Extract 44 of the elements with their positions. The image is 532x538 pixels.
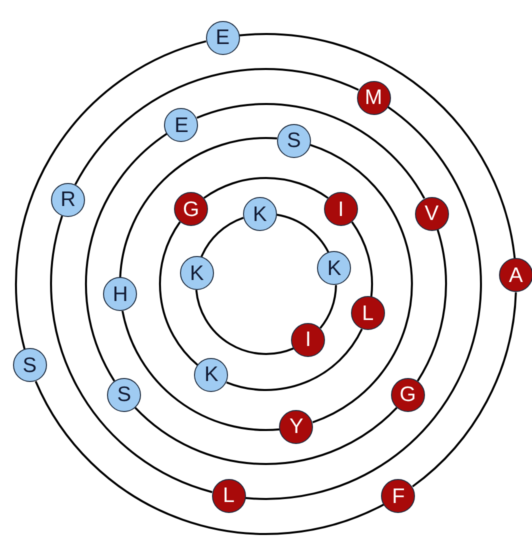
ring-arc [74, 68, 359, 186]
residue-circle: L [212, 478, 246, 513]
ring-arc [245, 106, 482, 500]
ring-arc [276, 214, 330, 253]
residue-circle: L [350, 296, 385, 330]
ring-arc [196, 103, 426, 199]
residue-circle: I [324, 192, 358, 226]
ring-arc [119, 137, 278, 278]
ring-arc [226, 328, 363, 391]
residue-circle: I [291, 322, 326, 357]
residue-circle: A [498, 258, 532, 292]
ring-arc [200, 216, 244, 258]
residue-circle: G [390, 378, 425, 412]
ring-arc [34, 380, 384, 535]
residue-circle: S [12, 348, 47, 382]
ring-arc [195, 290, 294, 355]
residue-circle: K [242, 197, 277, 232]
residue-circle: Y [279, 410, 314, 444]
residue-circle: S [276, 124, 311, 158]
ring-arc [159, 221, 198, 366]
ring-arc [15, 40, 206, 350]
residue-circle: E [206, 20, 240, 55]
residue-circle: R [51, 182, 86, 217]
ring-arc [310, 144, 413, 424]
residue-circle: K [194, 358, 228, 392]
residue-circle: G [174, 192, 208, 226]
residue-circle: V [414, 196, 449, 231]
residue-circle: K [317, 251, 352, 286]
ring-arc [85, 132, 168, 382]
residue-circle: F [381, 479, 416, 513]
residue-circle: E [164, 108, 198, 142]
ring-arc [351, 221, 374, 297]
ring-arc [320, 285, 337, 329]
residue-circle: M [356, 80, 390, 115]
ring-arc [50, 216, 212, 494]
ring-arc [203, 177, 329, 199]
ring-arc [134, 406, 398, 465]
ring-arc [416, 229, 447, 382]
residue-circle: H [103, 277, 138, 312]
ring-arc [122, 310, 280, 431]
ring-arc [239, 33, 516, 258]
ring-arc [412, 292, 517, 488]
residue-circle: K [180, 256, 214, 290]
residue-circle: S [107, 378, 142, 412]
